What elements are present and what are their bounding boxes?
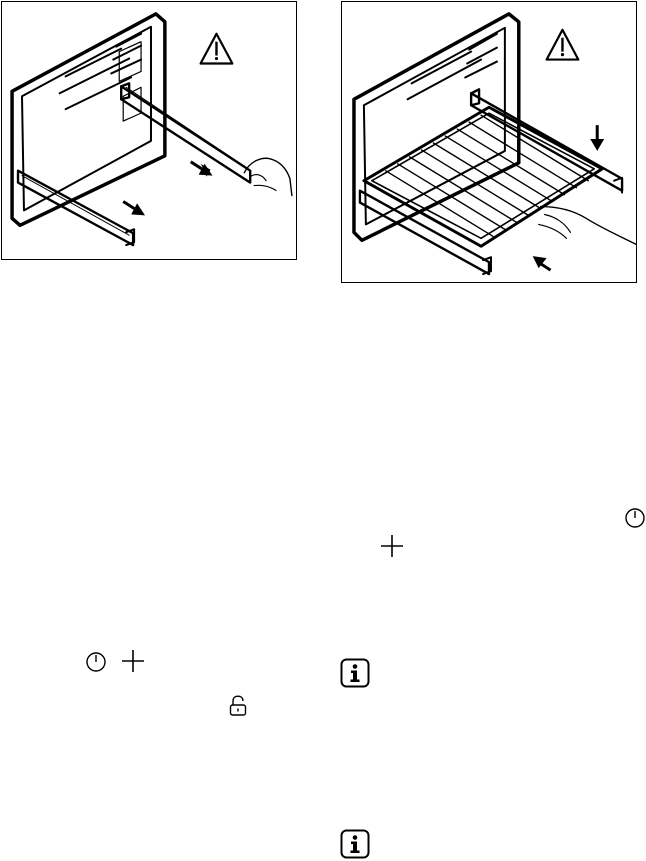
info-icon	[340, 829, 370, 859]
plus-icon	[120, 648, 146, 674]
figure-remove-runner	[1, 1, 297, 260]
warning-icon	[547, 30, 579, 60]
plus-icon	[379, 533, 405, 559]
warning-icon	[201, 34, 233, 64]
info-icon	[340, 658, 370, 688]
oven-shelf-illustration	[342, 2, 636, 282]
figure-insert-shelf	[341, 1, 637, 283]
oven-runner-illustration	[2, 2, 296, 259]
clock-icon	[85, 651, 107, 673]
clock-icon	[624, 507, 646, 529]
lock-open-icon	[228, 695, 248, 717]
